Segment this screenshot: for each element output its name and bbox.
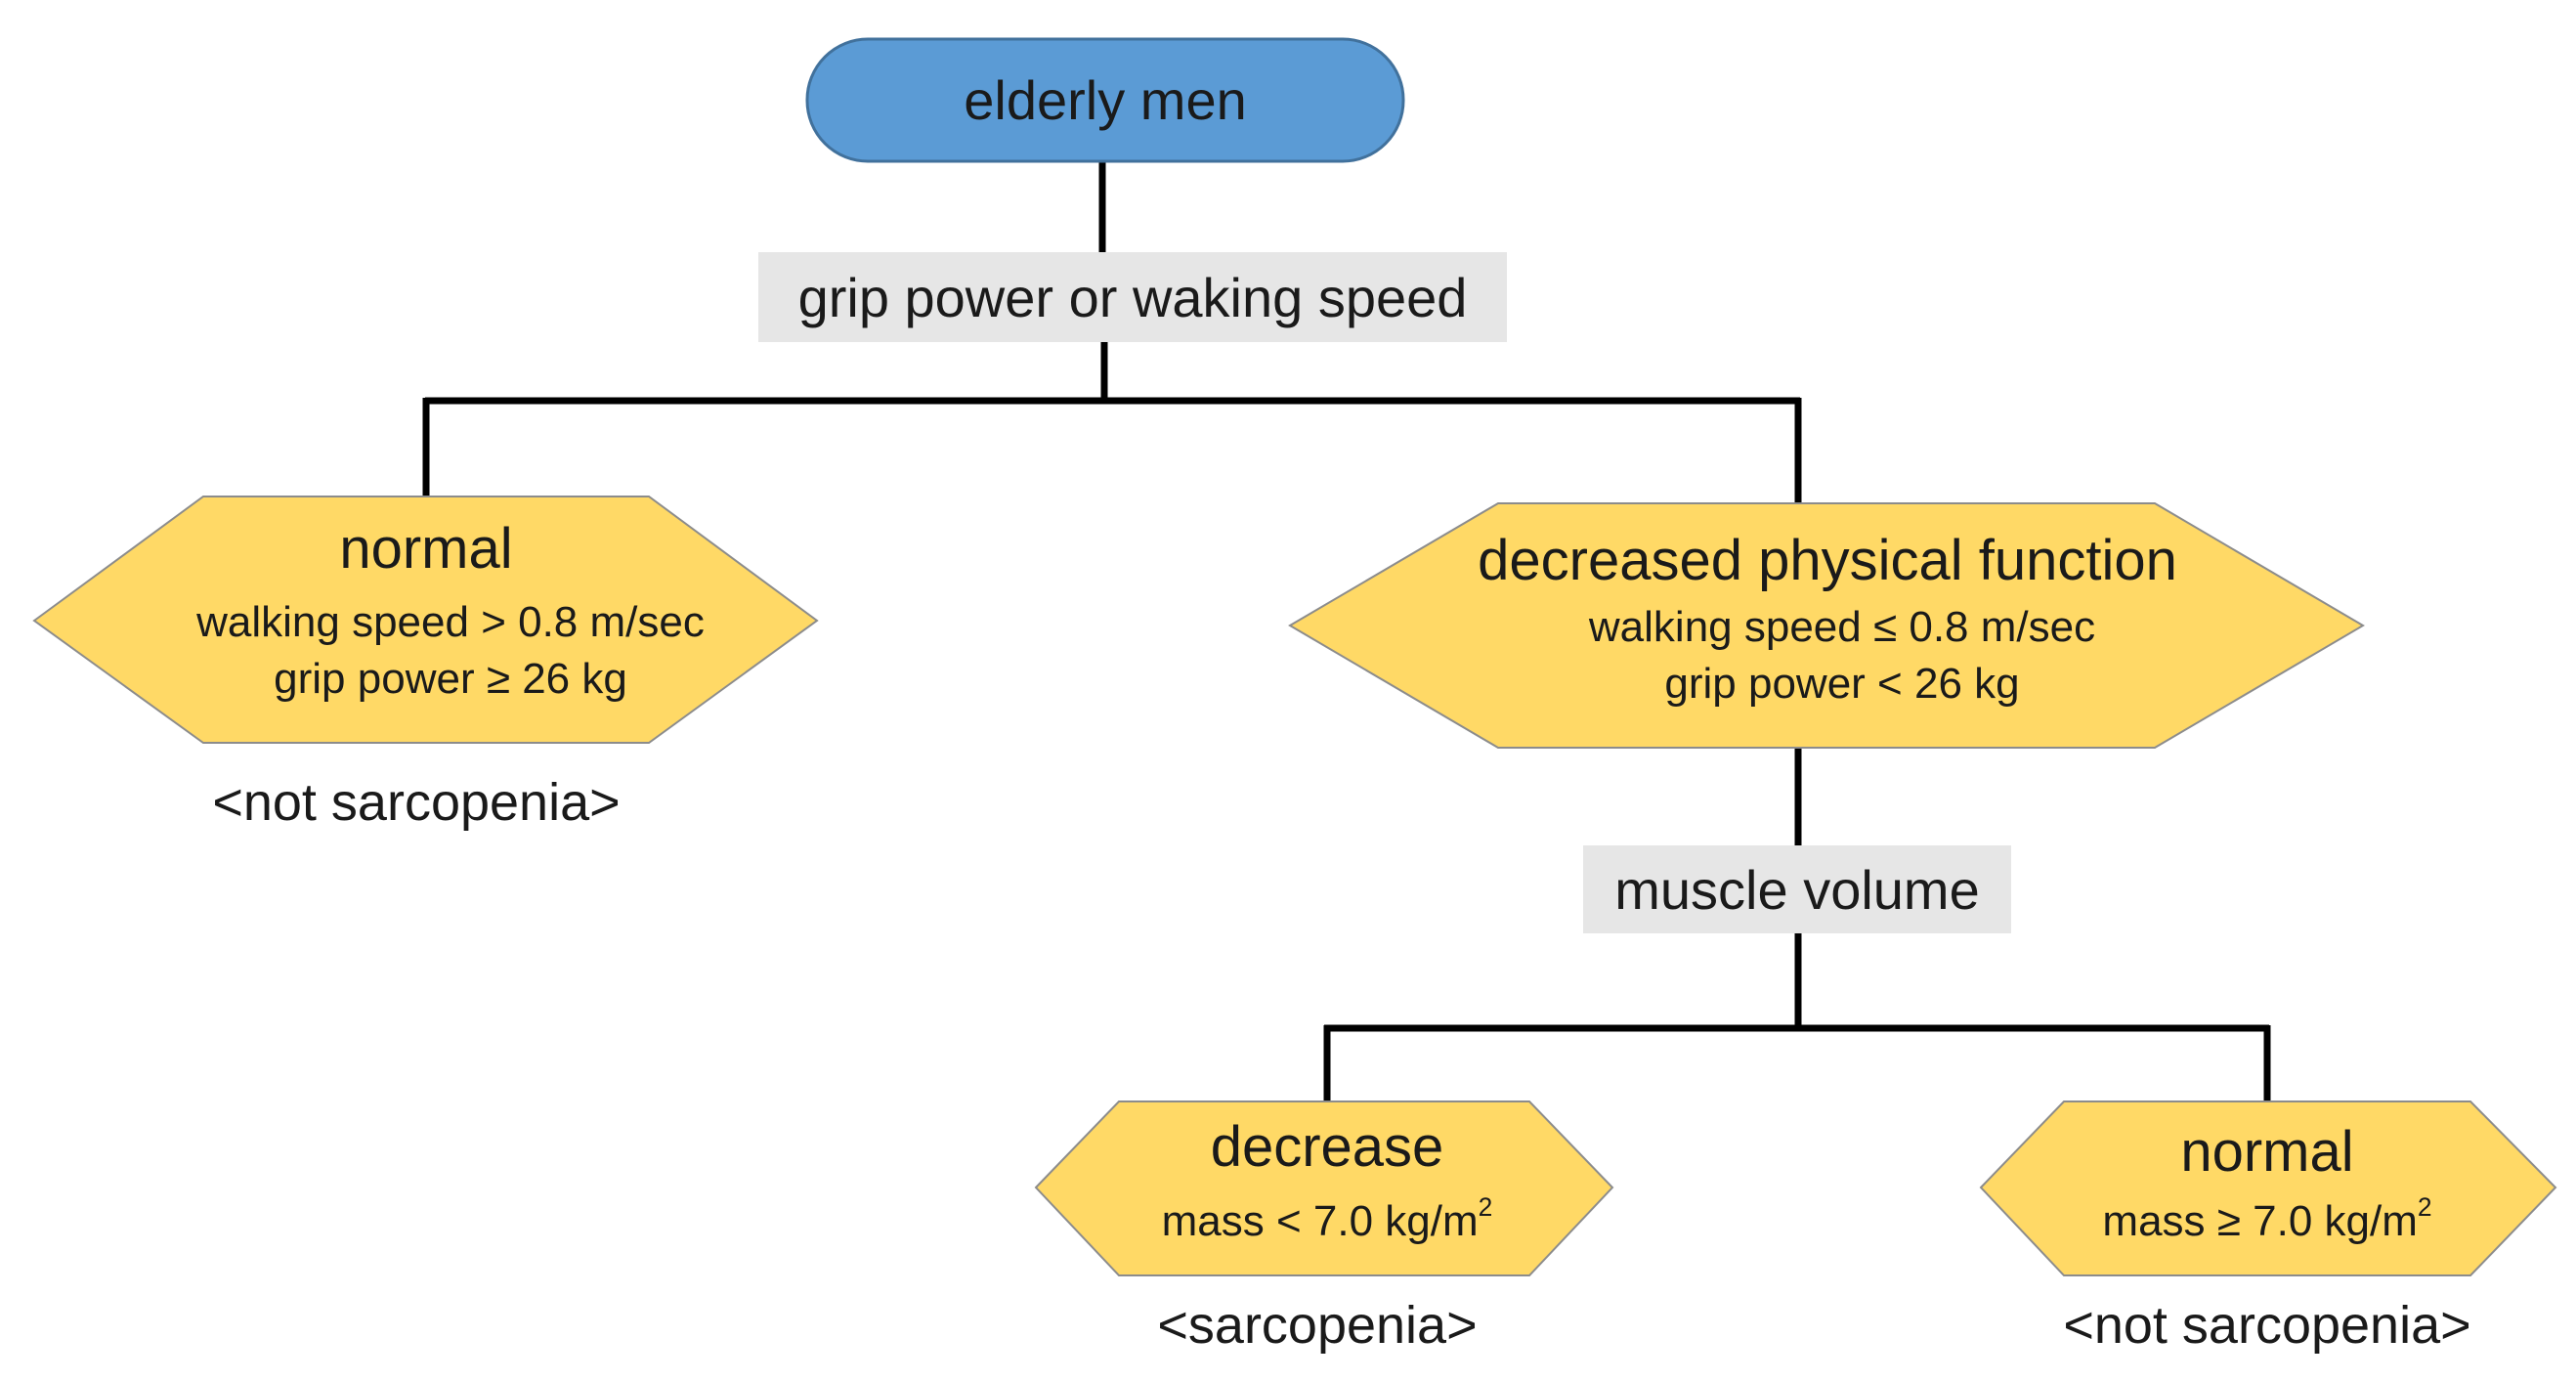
decrease-node-title: decrease: [1210, 1115, 1444, 1179]
normal-mass-outcome-label: <not sarcopenia>: [2063, 1296, 2471, 1355]
normal-mass-node-shape: [1979, 1100, 2557, 1276]
left-outcome-label: <not sarcopenia>: [212, 773, 621, 832]
decrease-mass-exponent: 2: [1478, 1192, 1493, 1223]
root-node-shape: [805, 37, 1405, 163]
right-node-criteria-grip: grip power < 26 kg: [1664, 660, 2020, 708]
right-node-shape: [1288, 502, 2365, 749]
left-node-title: normal: [339, 517, 513, 581]
left-node-criteria-grip: grip power ≥ 26 kg: [274, 655, 627, 703]
root-node: elderly men: [964, 69, 1247, 131]
decrease-node-criteria-mass: mass < 7.0 kg/m2: [1083, 1194, 1571, 1246]
right-node-criteria-walking: walking speed ≤ 0.8 m/sec: [1588, 603, 2096, 651]
normal-mass-text: mass ≥ 7.0 kg/m: [2102, 1197, 2418, 1245]
decrease-mass-text: mass < 7.0 kg/m: [1161, 1197, 1479, 1245]
normal-mass-node-criteria-mass: mass ≥ 7.0 kg/m2: [2023, 1194, 2512, 1246]
decrease-node-shape: [1034, 1100, 1614, 1276]
criteria-label-top: grip power or waking speed: [758, 252, 1507, 342]
left-node-shape: [32, 496, 819, 744]
normal-mass-exponent: 2: [2417, 1192, 2432, 1223]
connectors: [422, 156, 2271, 1101]
normal-mass-node-title: normal: [2180, 1120, 2354, 1184]
right-node-title: decreased physical function: [1478, 529, 2177, 592]
decrease-outcome-label: <sarcopenia>: [1157, 1296, 1478, 1355]
criteria-label-muscle-volume: muscle volume: [1583, 845, 2011, 933]
left-node-criteria-walking: walking speed > 0.8 m/sec: [196, 598, 705, 646]
